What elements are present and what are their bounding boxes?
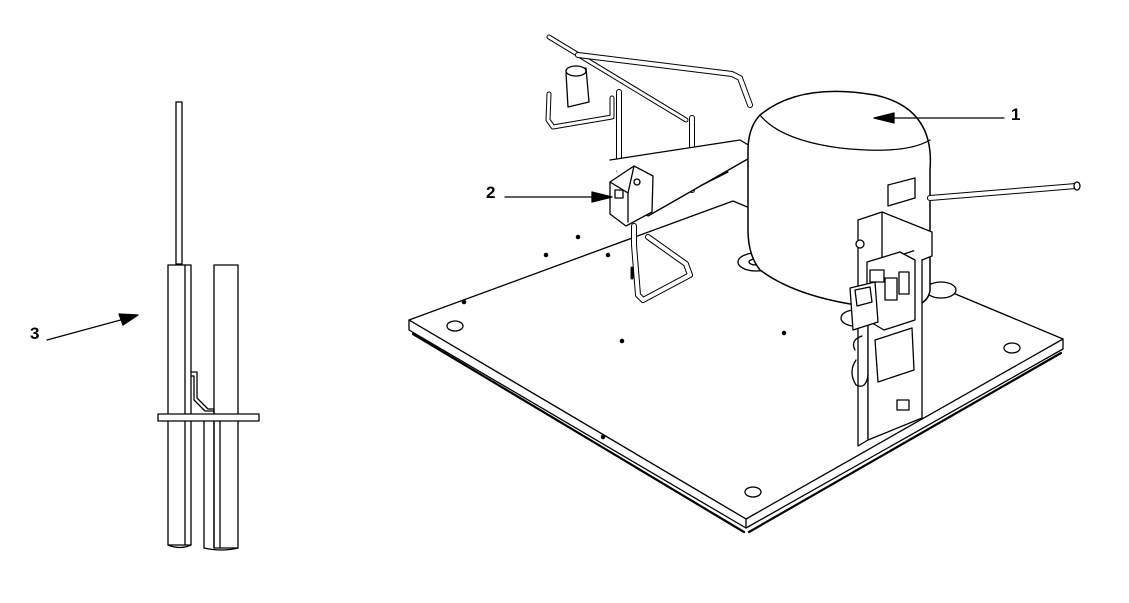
arrowhead-3 xyxy=(118,313,139,326)
arrowhead-1 xyxy=(873,112,895,124)
callout-label-1: 1 xyxy=(1011,105,1021,124)
leader-line-3 xyxy=(46,317,129,341)
tube-assembly-detail xyxy=(157,101,260,551)
leader-lines xyxy=(46,112,1005,341)
callout-label-3: 3 xyxy=(30,324,40,343)
callout-label-2: 2 xyxy=(486,183,496,202)
arrowhead-2 xyxy=(591,191,613,203)
compressor-base-assembly xyxy=(408,34,1081,534)
